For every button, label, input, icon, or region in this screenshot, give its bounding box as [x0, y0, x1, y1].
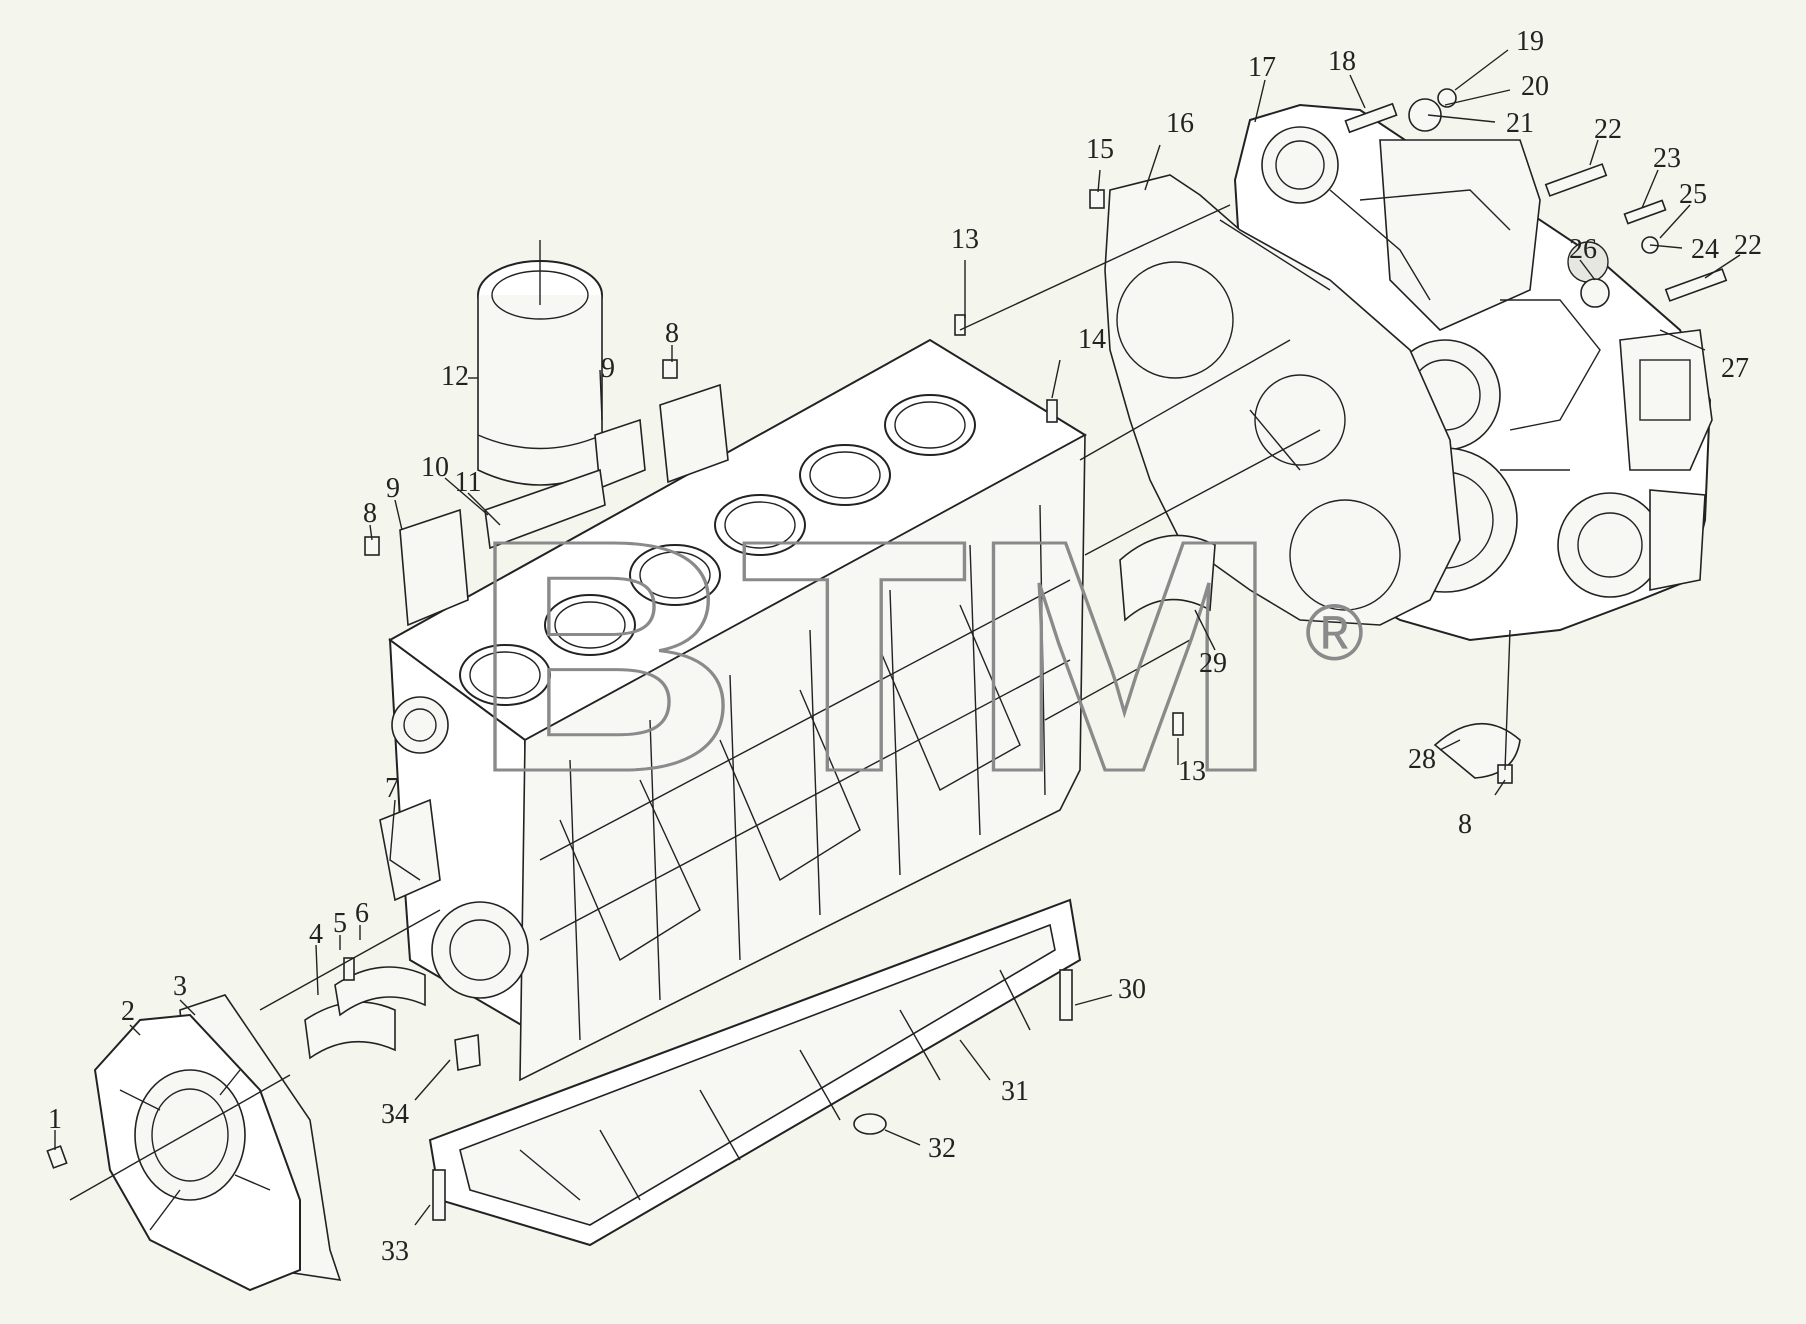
callout-9b: 9 [386, 473, 400, 504]
callout-10: 10 [421, 452, 449, 483]
assembly-lines [69, 204, 1511, 1201]
callout-1: 1 [48, 1104, 62, 1135]
callout-4: 4 [309, 919, 323, 950]
callout-5: 5 [333, 908, 347, 939]
callout-2: 2 [121, 996, 135, 1027]
callout-31: 31 [1001, 1076, 1029, 1107]
callout-12: 12 [441, 361, 469, 392]
callout-27: 27 [1721, 353, 1749, 384]
callout-20: 20 [1521, 71, 1549, 102]
callout-8b: 8 [363, 498, 377, 529]
callout-13a: 13 [951, 224, 979, 255]
callout-15: 15 [1086, 134, 1114, 165]
callout-33: 33 [381, 1236, 409, 1267]
callout-18: 18 [1328, 46, 1356, 77]
callout-26: 26 [1569, 234, 1597, 265]
watermark: BTM ® [469, 470, 1364, 842]
callout-34: 34 [381, 1099, 409, 1130]
callout-8a: 8 [665, 318, 679, 349]
callout-32: 32 [928, 1133, 956, 1164]
callout-13b: 13 [1178, 756, 1206, 787]
callout-17: 17 [1248, 52, 1276, 83]
callout-22a: 22 [1594, 114, 1622, 145]
callouts: 1 2 3 4 5 6 7 8 8 8 9 9 10 11 12 13 13 1… [48, 26, 1762, 1267]
callout-30: 30 [1118, 974, 1146, 1005]
callout-7: 7 [385, 773, 399, 804]
cylinder-block [379, 338, 1087, 1082]
front-cover [93, 994, 342, 1292]
callout-21: 21 [1506, 108, 1534, 139]
watermark-text: BTM [470, 471, 1280, 840]
callout-23: 23 [1653, 143, 1681, 174]
callout-24: 24 [1691, 234, 1719, 265]
callout-14: 14 [1078, 324, 1106, 355]
callout-16: 16 [1166, 108, 1194, 139]
callout-22b: 22 [1734, 230, 1762, 261]
callout-6: 6 [355, 898, 369, 929]
callout-29: 29 [1199, 648, 1227, 679]
callout-8c: 8 [1458, 809, 1472, 840]
callout-9a: 9 [601, 353, 615, 384]
callout-3: 3 [173, 971, 187, 1002]
callout-28: 28 [1408, 744, 1436, 775]
watermark-mark: ® [1305, 588, 1364, 677]
gear-housing-gasket [1104, 174, 1461, 626]
callout-11: 11 [455, 467, 482, 498]
callout-25: 25 [1679, 179, 1707, 210]
small-parts [46, 88, 1728, 1221]
callout-19: 19 [1516, 26, 1544, 57]
